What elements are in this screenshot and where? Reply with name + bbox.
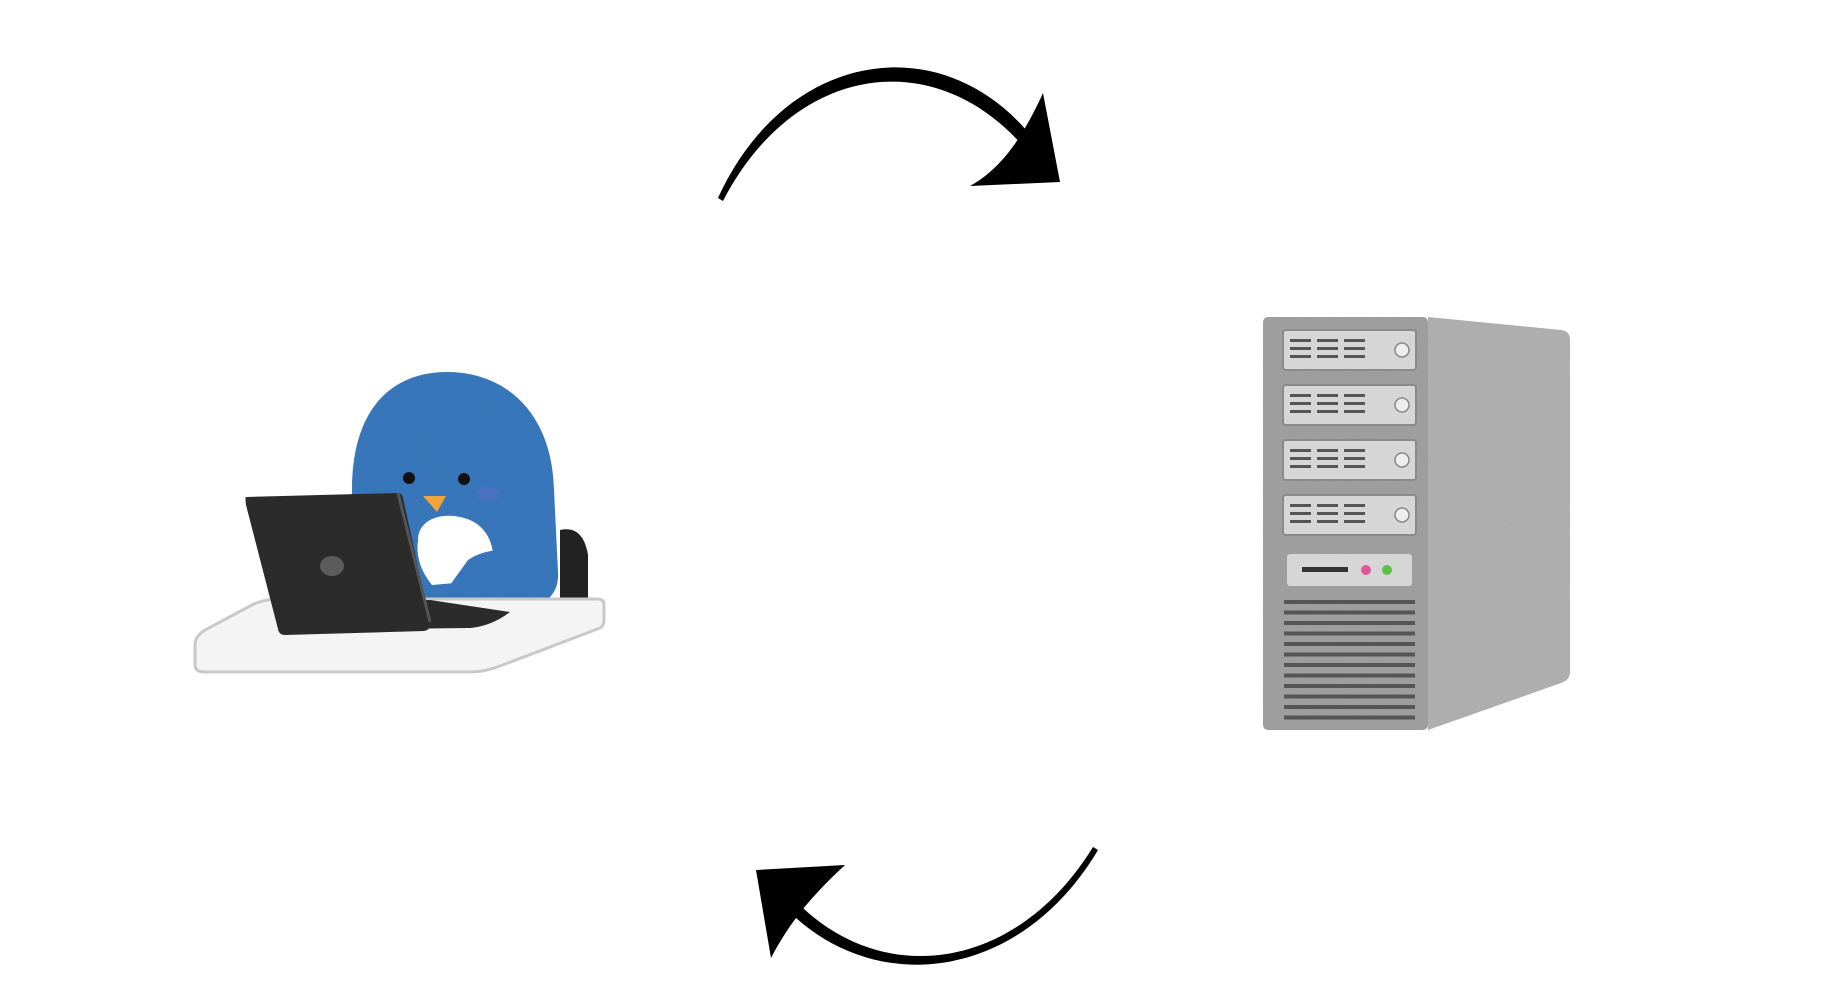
- vent-slot: [1284, 621, 1415, 625]
- laptop-logo: [320, 556, 344, 576]
- arrow-client-to-server: [718, 67, 1060, 201]
- drive-bay: [1282, 329, 1417, 371]
- arrow-server-to-client: [756, 847, 1098, 965]
- arrow-top-curve: [718, 67, 1045, 201]
- penguin-beak: [423, 496, 446, 512]
- vent-slot: [1284, 642, 1415, 646]
- vent-slot: [1284, 694, 1415, 699]
- penguin-using-laptop-icon: [193, 372, 606, 674]
- optical-slot: [1302, 567, 1348, 572]
- vent-slot: [1284, 631, 1415, 636]
- drive-bays: [1282, 329, 1417, 536]
- penguin-eye-left: [403, 472, 415, 484]
- led-green: [1382, 565, 1392, 575]
- arrow-bottom-head: [756, 865, 845, 958]
- vent-grille: [1284, 600, 1415, 720]
- drive-bay: [1282, 439, 1417, 481]
- vent-slot: [1284, 610, 1415, 615]
- server-side-panel: [1428, 317, 1570, 730]
- vent-slot: [1284, 673, 1415, 678]
- penguin-eye-right: [458, 473, 470, 485]
- drive-bay: [1282, 384, 1417, 426]
- vent-slot: [1284, 600, 1415, 604]
- led-pink: [1361, 565, 1371, 575]
- vent-slot: [1284, 684, 1415, 688]
- vent-slot: [1284, 652, 1415, 657]
- arrow-bottom-curve: [770, 847, 1098, 965]
- penguin-cheek: [476, 487, 500, 501]
- vent-slot: [1284, 715, 1415, 720]
- control-panel: [1287, 554, 1412, 586]
- vent-slot: [1284, 663, 1415, 667]
- server-tower-icon: [1263, 317, 1570, 730]
- vent-slot: [1284, 705, 1415, 709]
- drive-bay: [1282, 494, 1417, 536]
- laptop-screen-edge: [396, 492, 432, 623]
- chair-back: [560, 529, 588, 600]
- arrow-top-head: [970, 93, 1060, 186]
- penguin-flipper: [446, 550, 525, 613]
